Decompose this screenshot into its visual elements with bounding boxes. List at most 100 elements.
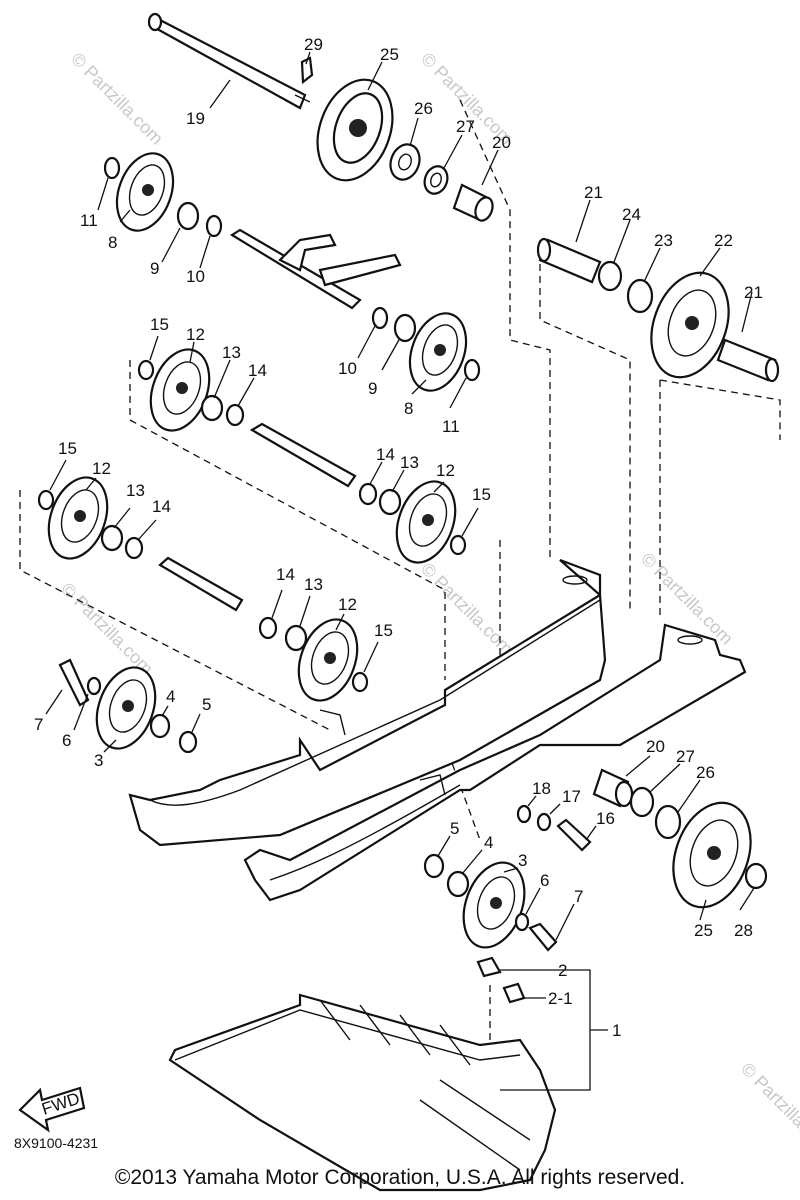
callout-15: 15 [472,485,491,504]
callout-24: 24 [622,205,641,224]
bolt-7-right [528,922,558,952]
callout-15: 15 [58,439,77,458]
cap-11-right [463,358,481,382]
callout-12: 12 [186,325,205,344]
collar-5-right [423,853,445,879]
spacer-top [452,183,494,222]
callout-19: 19 [186,109,205,128]
callout-2-1: 2-1 [548,989,573,1008]
wheel-12-b [395,480,457,564]
callout-25: 25 [694,921,713,940]
wheel-8-right [408,312,468,392]
washer-17 [536,812,552,832]
bearing-9-right [393,313,417,343]
callout-26: 26 [696,763,715,782]
bearing-13-a [200,394,224,422]
wheel-3-left [95,666,157,750]
drawing-code: 8X9100-4231 [14,1135,99,1151]
spacer-20-lower [592,768,634,808]
cap-28 [744,862,768,890]
callout-12: 12 [92,459,111,478]
cap-15-a [137,359,155,381]
callout-9: 9 [368,379,377,398]
callout-5: 5 [202,695,211,714]
bearing-23 [626,278,654,314]
callout-10: 10 [186,267,205,286]
callout-14: 14 [276,565,295,584]
callout-9: 9 [150,259,159,278]
callout-21: 21 [744,283,763,302]
bearing-13-d [284,624,308,652]
wheel-25-lower [672,801,752,909]
bearing-9-left [176,201,200,231]
watermark-group: © Partzilla.com © Partzilla.com © Partzi… [57,49,800,1159]
leader-lines [45,51,755,941]
track-assembly [168,993,557,1192]
callout-1: 1 [612,1021,621,1040]
collar-top [423,165,449,195]
wheel-12-d [297,618,359,702]
collar-5-left [178,730,198,754]
callout-20: 20 [646,737,665,756]
bolt-16 [556,818,592,852]
callout-25: 25 [380,45,399,64]
callout-15: 15 [374,621,393,640]
callout-29: 29 [304,35,323,54]
collar-14-d [258,616,278,640]
callout-7: 7 [574,887,583,906]
callout-8: 8 [108,233,117,252]
callout-11: 11 [442,417,460,436]
callout-22: 22 [714,231,733,250]
callout-15: 15 [150,315,169,334]
wheel-12-c [47,476,109,560]
bearing-26-lower [654,804,682,840]
watermark: © Partzilla.com [417,559,517,659]
collar-18 [516,804,532,824]
part-callouts: 29 25 19 26 27 20 11 8 9 10 21 24 23 22 … [34,35,763,1040]
callout-28: 28 [734,921,753,940]
copyright-notice: ©2013 Yamaha Motor Corporation, U.S.A. A… [114,1166,686,1189]
collar-10-left [205,214,223,238]
shaft-21-left [536,237,602,284]
wheel-8-left [115,152,175,232]
left-slide-rail [243,575,747,902]
callout-5: 5 [450,819,459,838]
callout-14: 14 [152,497,171,516]
fwd-arrow: FWD [18,1086,86,1133]
callout-13: 13 [126,481,145,500]
axle-bracket [229,228,402,310]
callout-14: 14 [248,361,267,380]
callout-3: 3 [518,851,527,870]
callout-13: 13 [400,453,419,472]
wheel-3-right [462,861,526,949]
callout-13: 13 [304,575,323,594]
callout-3: 3 [94,751,103,770]
callout-26: 26 [414,99,433,118]
callout-13: 13 [222,343,241,362]
callout-23: 23 [654,231,673,250]
callout-27: 27 [456,117,475,136]
callout-4: 4 [484,833,493,852]
washer-6-right [514,912,530,932]
callout-6: 6 [62,731,71,750]
callout-12: 12 [338,595,357,614]
bearing-top [389,143,421,181]
callout-2: 2 [558,961,567,980]
callout-21: 21 [584,183,603,202]
long-shaft [147,12,311,110]
callout-12: 12 [436,461,455,480]
bearing-4-right [446,870,470,898]
callout-18: 18 [532,779,551,798]
cap-15-c [37,489,55,511]
washer-6-left [86,676,102,696]
callout-8: 8 [404,399,413,418]
watermark: © Partzilla.com [737,1059,800,1159]
callout-6: 6 [540,871,549,890]
callout-7: 7 [34,715,43,734]
collar-27-lower [629,786,655,818]
collar-24 [597,260,623,292]
callout-14: 14 [376,445,395,464]
bolt-7-left [58,658,90,707]
cap-15-b [449,534,467,556]
